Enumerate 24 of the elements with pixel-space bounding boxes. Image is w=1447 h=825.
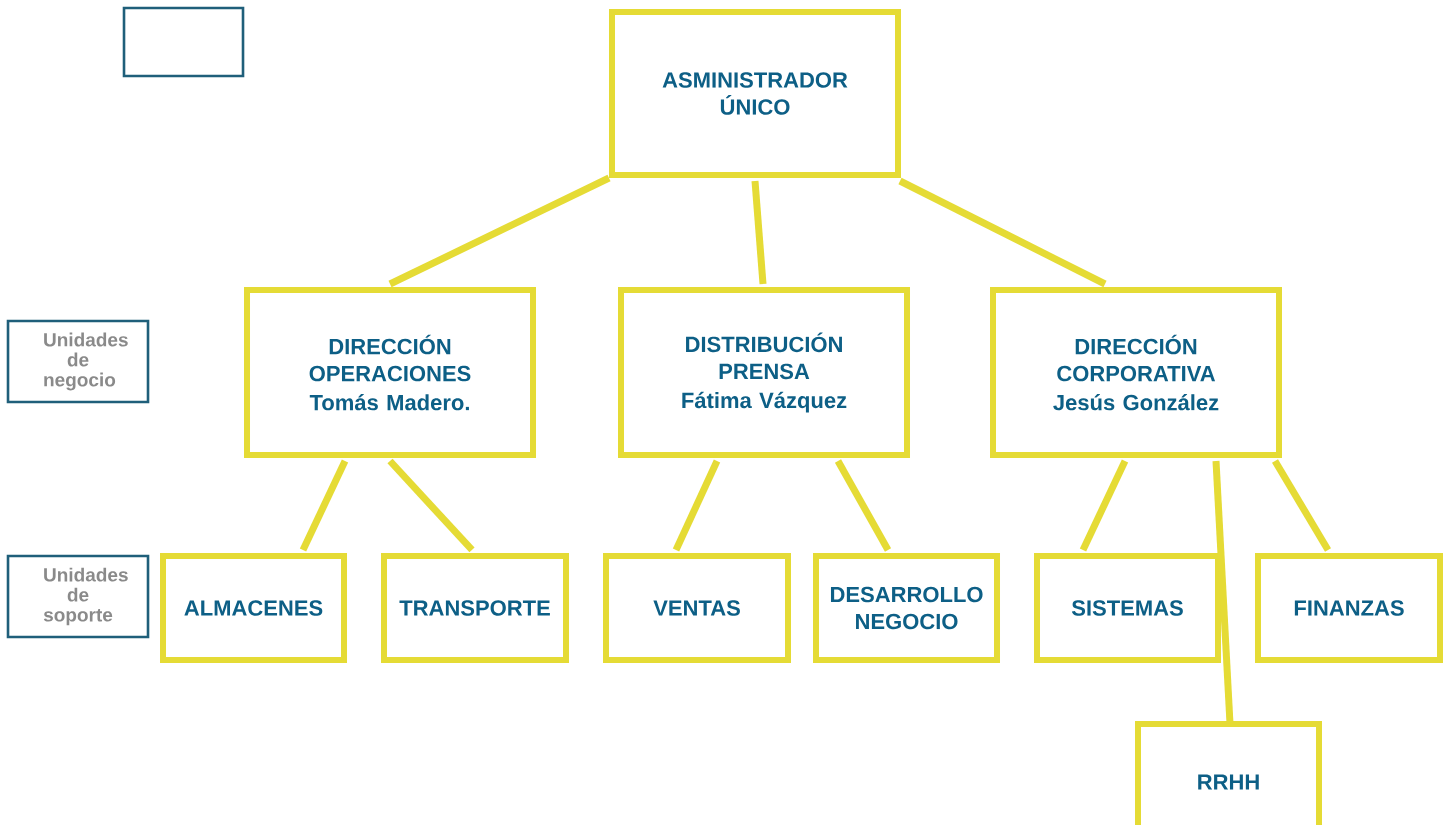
org-box: ASMINISTRADOR ÚNICO — [609, 9, 901, 178]
connector-line — [1079, 459, 1129, 552]
connector-line — [388, 174, 611, 288]
unit-label-box: Unidades de negocio — [6, 319, 150, 404]
empty-box — [122, 6, 245, 78]
org-box: RRHH — [1135, 721, 1322, 825]
org-box: DIRECCIÓN OPERACIONES Tomás Madero. — [244, 287, 536, 458]
unit-label-box: Unidades de soporte — [6, 554, 150, 639]
connector-line — [387, 458, 475, 553]
org-box: TRANSPORTE — [381, 553, 569, 663]
connector-line — [299, 459, 349, 552]
connector-line — [751, 180, 767, 285]
org-box: VENTAS — [603, 553, 791, 663]
org-box: FINANZAS — [1255, 553, 1443, 663]
connector-line — [1272, 459, 1331, 552]
org-box: SISTEMAS — [1034, 553, 1221, 663]
connector-line — [1212, 460, 1234, 724]
org-box: DISTRIBUCIÓN PRENSA Fátima Vázquez — [618, 287, 910, 458]
connector-line — [834, 459, 892, 552]
org-box: DESARROLLO NEGOCIO — [813, 553, 1000, 663]
connector-line — [672, 459, 721, 552]
org-box: ALMACENES — [160, 553, 347, 663]
connector-line — [898, 177, 1107, 288]
org-box: DIRECCIÓN CORPORATIVA Jesús González — [990, 287, 1282, 458]
